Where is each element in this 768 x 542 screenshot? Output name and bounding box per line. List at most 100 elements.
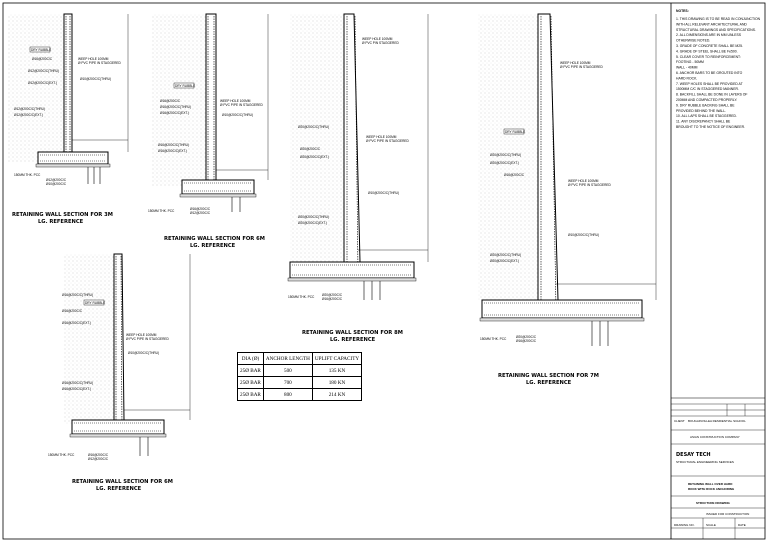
rebar-label: Ø20@200C/C(EXT.) — [298, 221, 327, 225]
weep-hole-label: Ø PVC PIPE IN STAGGERED — [220, 103, 264, 107]
label-box — [173, 82, 195, 89]
rebar-label: Ø16@200C/C — [516, 339, 537, 343]
rebar-label: Ø16@200C/C(EXT.) — [62, 387, 91, 391]
rebar-label: Ø10@200C/C(THRU) — [222, 113, 253, 117]
note-line: HARD ROCK. — [676, 76, 697, 80]
section-title: RETAINING WALL SECTION FOR 8M — [302, 330, 403, 336]
section-subtitle: LG. REFERENCE — [526, 380, 572, 386]
rebar-label: Ø20@200C/C(EXT.) — [300, 155, 329, 159]
section-3: WEEP HOLE 100MM Ø PVC PIN STAGGERED Ø20@… — [287, 13, 429, 343]
section-subtitle: LG. REFERENCE — [96, 486, 142, 492]
weep-hole-label: WEEP HOLE 100MM — [220, 99, 251, 103]
rebar-label: Ø20@200C/C — [516, 335, 537, 339]
pcc — [35, 163, 111, 168]
rebar-label: Ø20@200C/C(THRU) — [490, 153, 521, 157]
section-title: RETAINING WALL SECTION FOR 6M — [72, 479, 173, 485]
rebar-label: Ø16@200C/C — [322, 297, 343, 301]
note-line: 5. CLEAR COVER TO REINFORCEMENT: — [676, 55, 741, 59]
client-name: BOUGAINVILLEA RESIDENTIAL SCHOOL — [688, 419, 746, 423]
footing — [481, 299, 643, 319]
weep-hole-label: Ø PVC PIPE IN STAGGERED — [560, 65, 604, 69]
note-line: FOOTING - 50MM — [676, 60, 704, 64]
section-4: DRY RUBBLE Ø16@200C/C(THRU) Ø16@200C/C Ø… — [48, 253, 191, 492]
rebar-label: Ø20@200C/C(EXT.) — [490, 161, 519, 165]
weep-hole-label: WEEP HOLE 100MM — [568, 179, 599, 183]
note-line: 1. THIS DRAWING IS TO BE READ IN CONJUNC… — [676, 17, 761, 21]
note-line: 3. GRADE OF CONCRETE SHALL BE M25. — [676, 44, 743, 48]
rebar-label: Ø10@200C/C(THRU) — [128, 351, 159, 355]
consultant-sub: STRUCTURAL ENGINEERING SERVICES — [676, 460, 734, 464]
weep-hole-label: Ø PVC PIPE IN STAGGERED — [568, 183, 612, 187]
table-header-cell: ANCHOR LENGTH — [262, 352, 313, 365]
table-cell: 500 — [262, 364, 313, 377]
table-row: 25Ø BAR 800 214 KN — [237, 388, 363, 401]
table-cell: 214 KN — [311, 388, 363, 401]
rebar-label: Ø20@200C/C(THRU) — [490, 253, 521, 257]
wall-rebar — [120, 255, 123, 431]
footing — [289, 261, 415, 279]
soil-hatch — [290, 14, 344, 262]
wall-stem — [63, 13, 73, 153]
dry-rubble-label: DRY RUBBLE — [85, 301, 105, 305]
note-line: 7. WEEP HOLES SHALL BE PROVIDED AT — [676, 82, 743, 86]
project-title-line-1: RETAINING WALL OVER HARD — [688, 482, 733, 486]
note-line: 10. ALL LAPS SHALL BE STAGGERED. — [676, 114, 737, 118]
rebar-label: Ø16@200C/C — [62, 309, 83, 313]
section-subtitle: LG. REFERENCE — [190, 243, 236, 249]
label-box — [503, 128, 525, 135]
rebar-label: Ø20@200C/C(THRU) — [298, 125, 329, 129]
section-subtitle: LG. REFERENCE — [38, 219, 84, 225]
pcc-label: 150MM THK. PCC — [480, 337, 507, 341]
weep-hole-label: Ø PVC PIN STAGGERED — [362, 41, 399, 45]
drawing-purpose: ISSUED FOR CONSTRUCTION — [706, 512, 749, 516]
date-label: DATE — [738, 523, 746, 527]
rebar-label: Ø20@200C/C(THRU) — [298, 215, 329, 219]
wall-rebar — [550, 15, 557, 311]
rebar-label: Ø10@200C/C(THRU) — [568, 233, 599, 237]
wall-rebar — [354, 15, 359, 273]
note-line: STRUCTURAL DRAWINGS AND SPECIFICATIONS. — [676, 28, 756, 32]
table-cell: 25Ø BAR — [237, 364, 264, 377]
pcc-label: 150MM THK. PCC — [288, 295, 315, 299]
note-line: PROVIDED BEHIND THE WALL. — [676, 109, 726, 113]
rebar-label: Ø16@200C/C — [504, 173, 525, 177]
section-1: DRY RUBBLE Ø16@200C/C Ø12@200C/C(THRU) Ø… — [8, 13, 129, 225]
rebar-label: Ø20@200C/C — [300, 147, 321, 151]
rebar-label: Ø16@200C/C — [190, 207, 211, 211]
drawing-no-label: DRAWING NO. — [674, 523, 695, 527]
pcc-label: 150MM THK. PCC — [14, 173, 41, 177]
rebar-label: Ø16@200C/C(EXT.) — [62, 321, 91, 325]
weep-hole-label: WEEP HOLE 100MM — [362, 37, 393, 41]
pcc — [69, 433, 167, 438]
note-line: 11. ANY DISCREPANCY SHALL BE — [676, 120, 731, 124]
label-box — [83, 299, 105, 306]
table-row: 25Ø BAR 500 135 KN — [237, 364, 363, 377]
soil-hatch — [64, 254, 114, 424]
section-title: RETAINING WALL SECTION FOR 3M — [12, 212, 113, 218]
rebar-label: Ø10@200C/C(THRU) — [368, 191, 399, 195]
rebar-label: Ø10@200C/C(THRU) — [80, 77, 111, 81]
project-title-line-2: ROCK WITH ROCK ANCHORING — [688, 487, 735, 491]
rebar-label: Ø12@200C/C — [88, 457, 109, 461]
weep-hole-label: WEEP HOLE 100MM — [366, 135, 397, 139]
table-header-row: DIA (Ø) ANCHOR LENGTH UPLIFT CAPACITY — [237, 352, 363, 365]
rebar-label: Ø16@200C/C(THRU) — [160, 105, 191, 109]
rebar-label: Ø16@200C/C(EXT.) — [160, 111, 189, 115]
footing — [37, 151, 109, 165]
note-line: 4. GRADE OF STEEL SHALL BE Fe500. — [676, 49, 738, 53]
dry-rubble-label: DRY RUBBLE — [31, 48, 51, 52]
weep-hole-label: WEEP HOLE 100MM — [126, 333, 157, 337]
section-title: RETAINING WALL SECTION FOR 6M — [164, 236, 265, 242]
footing — [181, 179, 255, 195]
table-cell: 180 KN — [311, 376, 363, 389]
rebar-label: Ø16@200C/C — [88, 453, 109, 457]
title-block: CLIENT BOUGAINVILLEA RESIDENTIAL SCHOOL … — [671, 397, 765, 539]
contractor-name: ASIAN CONSTRUCTION COMPANY — [690, 435, 740, 439]
rebar-label: Ø12@200C/C(THRU) — [28, 69, 59, 73]
pcc-label: 150MM THK. PCC — [148, 209, 175, 213]
rebar-label: Ø12@200C/C(EXT.) — [14, 113, 43, 117]
scale-label: SCALE — [706, 523, 716, 527]
anchor-capacity-table: DIA (Ø) ANCHOR LENGTH UPLIFT CAPACITY 25… — [237, 352, 363, 401]
rebar-label: Ø16@200C/C(THRU) — [158, 143, 189, 147]
footing — [71, 419, 165, 435]
